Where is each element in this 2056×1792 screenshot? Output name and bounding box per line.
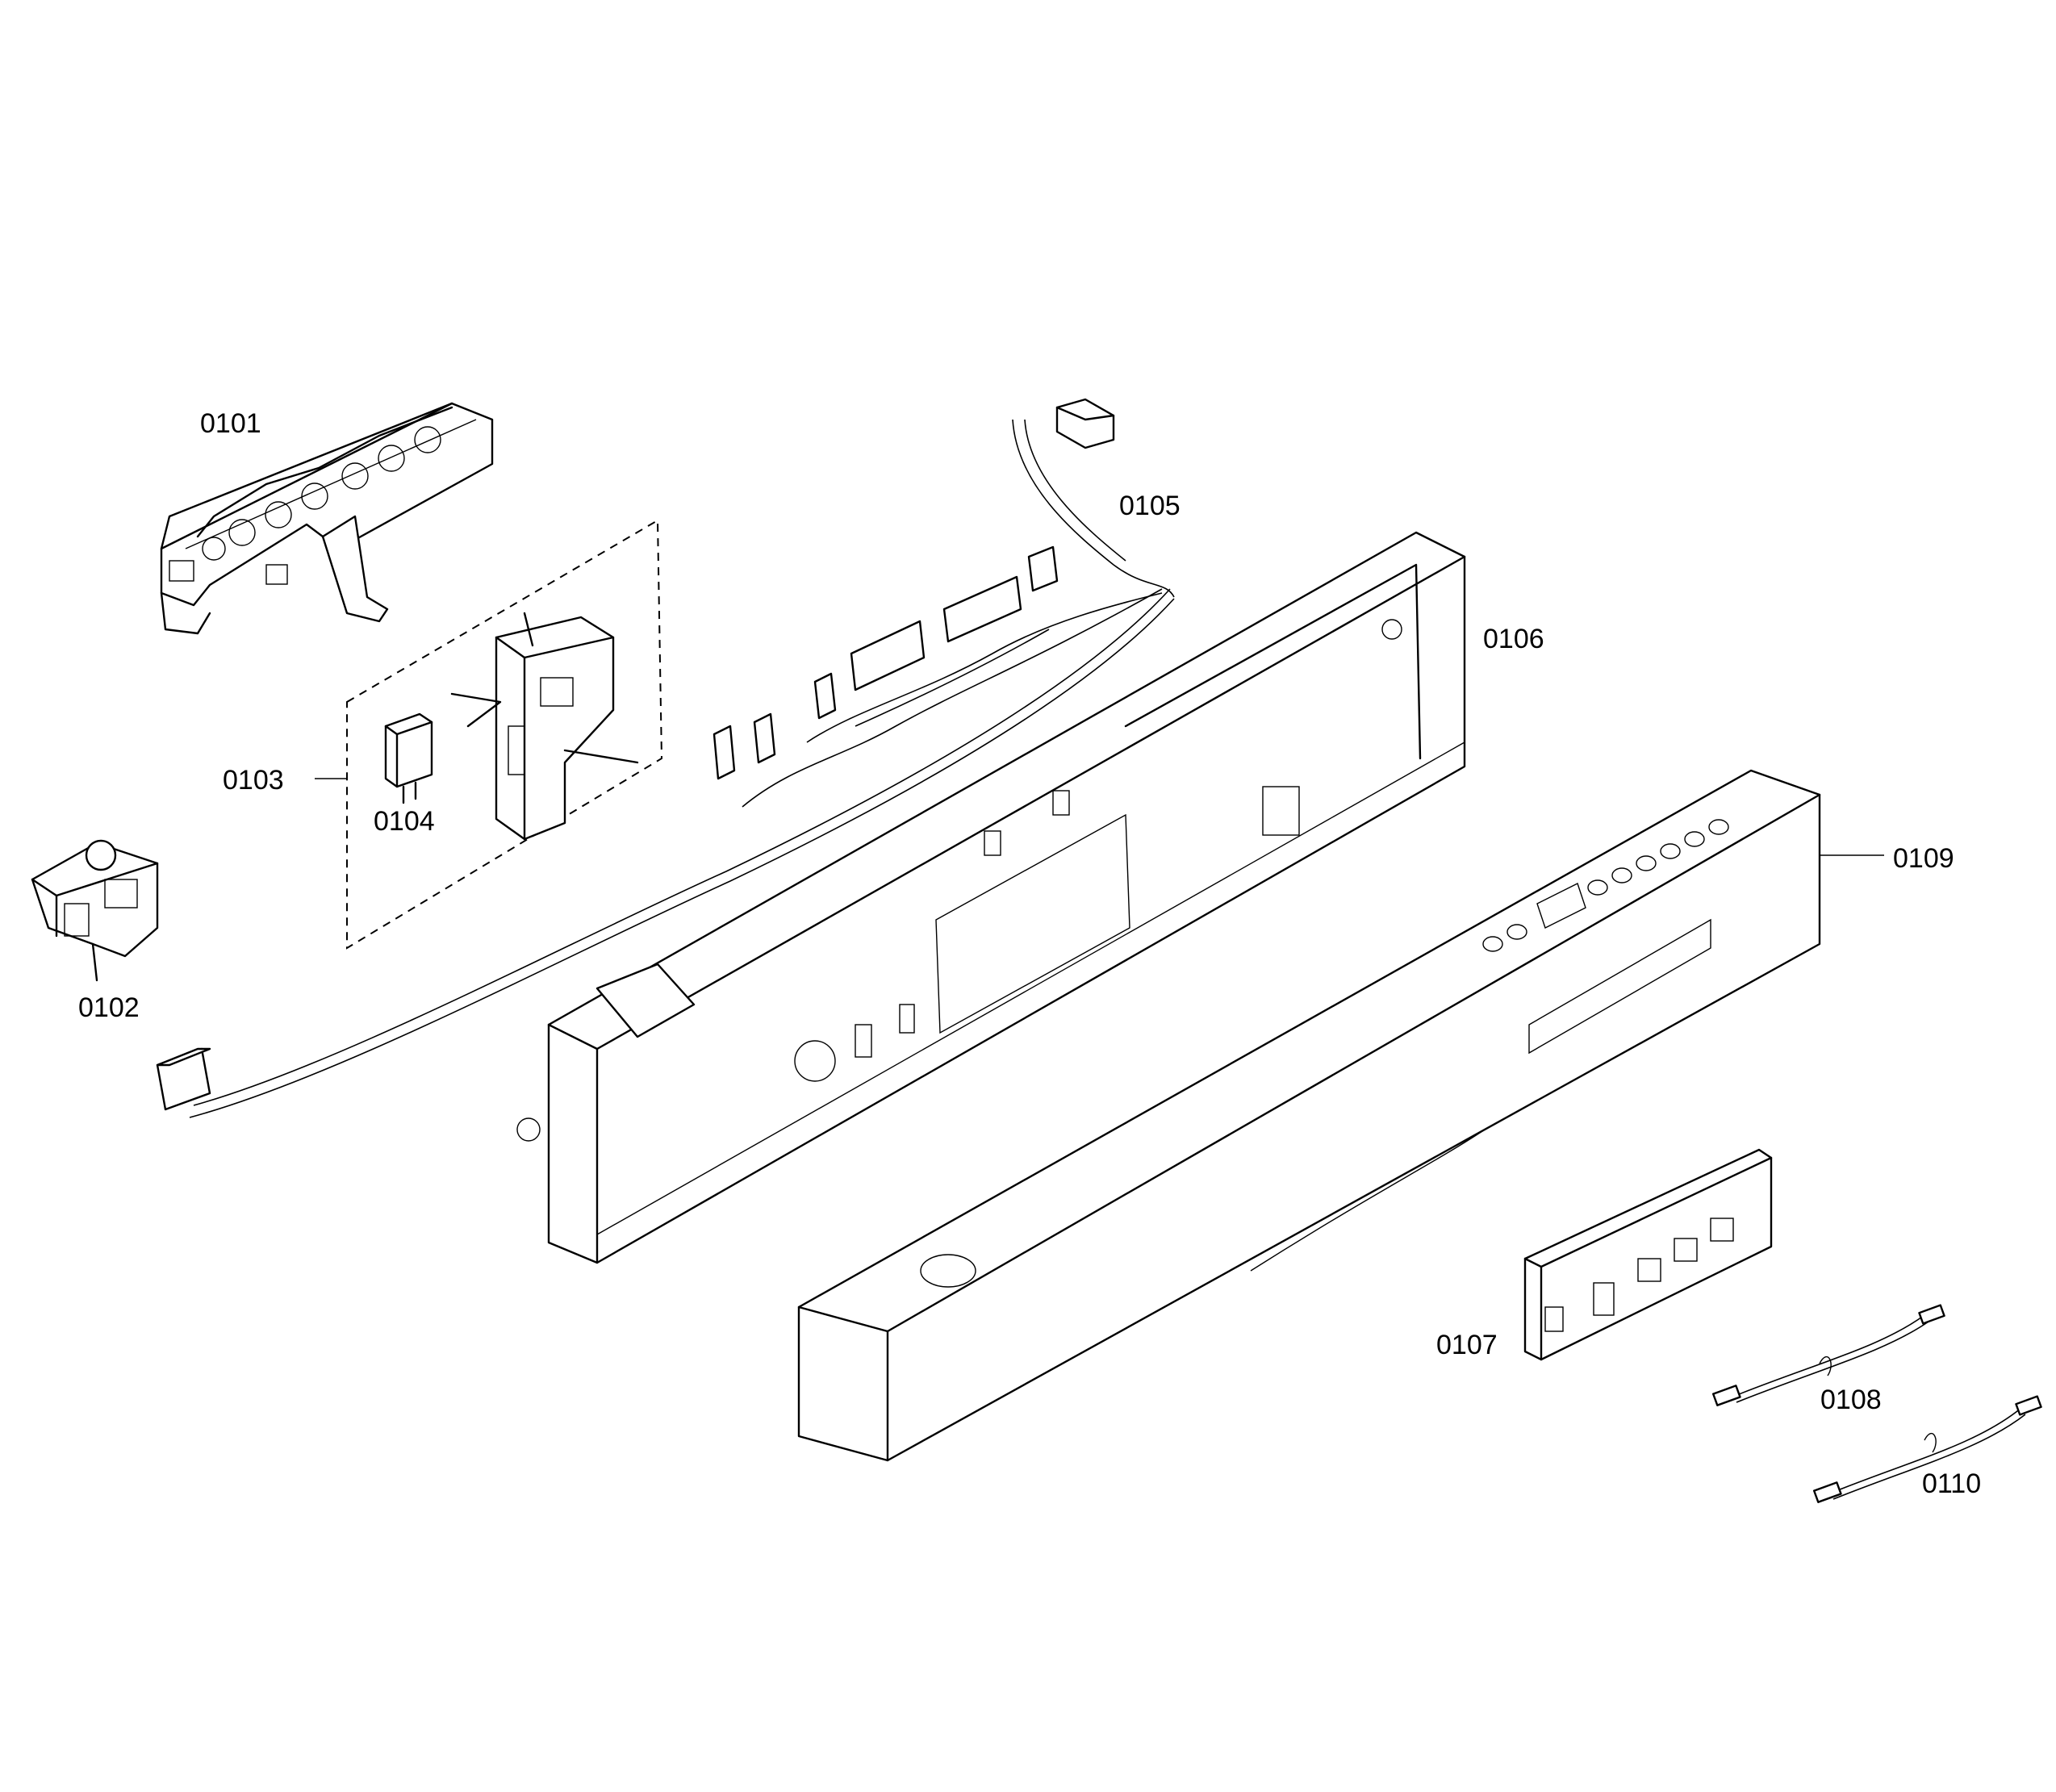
part-0104-relay[interactable] xyxy=(384,712,433,804)
part-0110-cable[interactable] xyxy=(1812,1395,2042,1503)
label-part-0102: 0102 xyxy=(78,992,140,1023)
label-part-0105: 0105 xyxy=(1119,491,1181,521)
label-part-0109: 0109 xyxy=(1893,843,1954,874)
part-0103-door-lock[interactable] xyxy=(450,612,639,841)
label-part-0101: 0101 xyxy=(200,408,261,439)
part-0103-group-outline xyxy=(346,519,663,950)
label-part-0103: 0103 xyxy=(223,765,284,796)
part-0108-cable[interactable] xyxy=(1711,1304,1945,1406)
label-part-0104: 0104 xyxy=(374,806,435,837)
label-part-0108: 0108 xyxy=(1820,1385,1882,1415)
label-part-0110: 0110 xyxy=(1922,1468,1982,1499)
part-0102-actuator[interactable] xyxy=(31,839,159,982)
part-0105-wiring-harness[interactable] xyxy=(156,398,1175,1118)
part-0107-electronic-module[interactable] xyxy=(1523,1148,1773,1361)
label-part-0107: 0107 xyxy=(1436,1330,1498,1360)
part-0109-front-fascia[interactable] xyxy=(797,769,1884,1462)
label-part-0106: 0106 xyxy=(1483,624,1544,654)
part-0106-panel-frame[interactable] xyxy=(516,531,1466,1264)
part-0101-control-module[interactable] xyxy=(160,402,494,635)
